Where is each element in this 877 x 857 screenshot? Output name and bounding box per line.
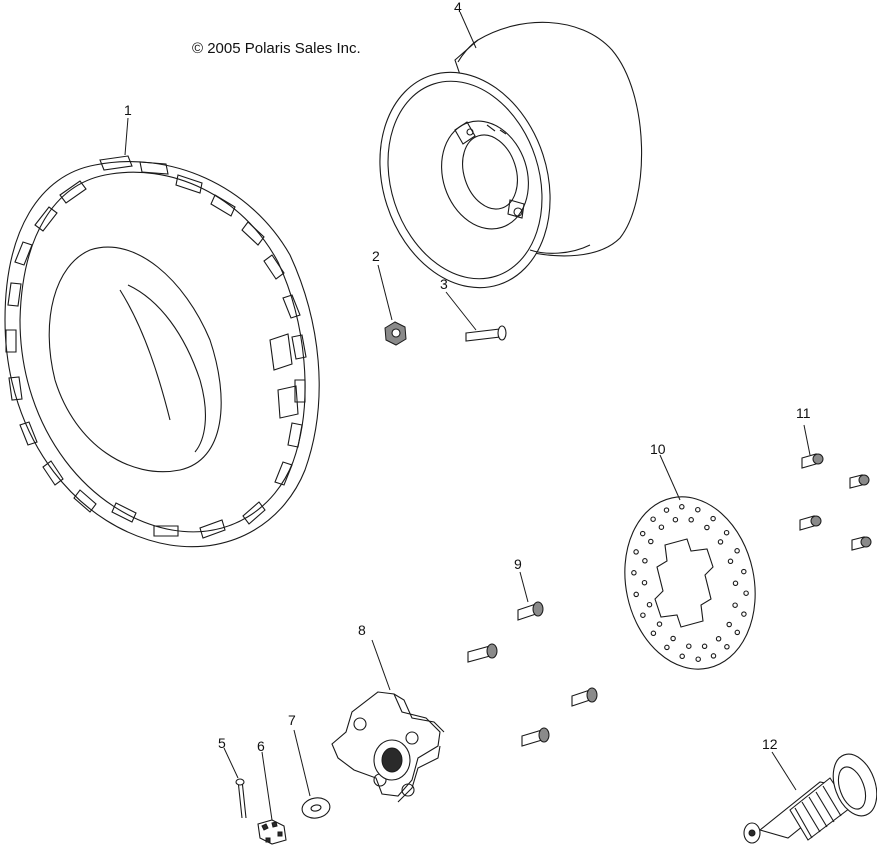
disc-hole [701,643,708,650]
callout-4: 4 [454,0,462,15]
disc-hole [663,507,670,513]
disc-hole [732,602,738,608]
disc-hole [658,524,665,530]
disc-hole [710,653,717,659]
disc-hole [646,601,653,608]
callout-11: 11 [796,405,811,421]
disc-hole [743,590,749,596]
rim-bolt-part [445,291,507,342]
disc-hole [724,644,730,650]
callout-12: 12 [762,736,778,752]
callout-6: 6 [257,738,265,754]
callout-8: 8 [358,622,366,638]
callout-2: 2 [372,248,380,264]
disc-hole [633,591,639,598]
disc-hole [686,643,692,649]
disc-hole [734,629,741,636]
callout-9: 9 [514,556,522,572]
disc-hole [715,636,722,642]
disc-hole [704,524,710,531]
disc-hole [723,529,730,536]
disc-hole [672,516,679,523]
spindle-part [743,751,877,844]
disc-hole [741,568,747,575]
disc-hole [726,621,732,628]
disc-hole [679,653,685,660]
disc-hole [734,548,740,554]
disc-hole [710,515,716,522]
disc-hole [688,517,694,523]
wheel-hub-part [331,639,445,803]
callout-5: 5 [218,735,226,751]
disc-hole [641,579,648,586]
disc-hole [650,630,657,637]
disc-hole [639,530,646,537]
disc-hole [656,621,663,627]
disc-hole [664,644,670,651]
wheel-studs-part [467,571,598,747]
disc-hole [650,516,656,522]
castle-nut-part [257,751,287,845]
callout-7: 7 [288,712,296,728]
disc-hole [717,539,724,545]
disc-hole [732,580,739,587]
copyright-notice: © 2005 Polaris Sales Inc. [192,40,361,57]
callout-1: 1 [124,102,132,118]
disc-hole [640,612,646,618]
tire-part [4,117,320,548]
disc-bolts-part [799,424,872,551]
disc-hole [670,635,676,642]
washer-part [293,729,331,819]
wheel-rim-part [379,11,643,289]
disc-hole [633,549,639,555]
disc-hole [741,611,747,617]
lug-nut-part [377,264,407,346]
disc-hole [642,558,648,564]
callout-3: 3 [440,276,448,292]
disc-hole [679,504,685,510]
disc-hole [631,570,637,576]
disc-hole [648,538,654,545]
disc-hole [727,558,734,565]
disc-hole [695,656,701,662]
cotter-pin-part [223,747,247,819]
callout-10: 10 [650,441,666,457]
disc-hole [695,506,701,513]
brake-disc-part [624,454,756,670]
